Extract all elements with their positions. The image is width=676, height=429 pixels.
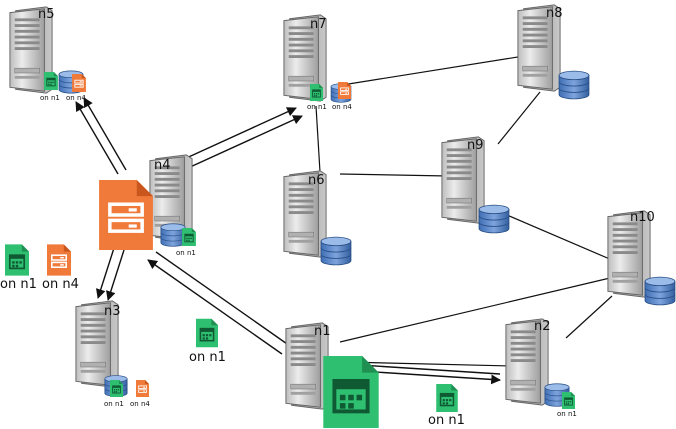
server-n4: n4 <box>149 154 193 242</box>
database-icon <box>320 236 352 266</box>
server-n3: n3 <box>75 300 121 388</box>
link-n7-n8 <box>335 55 525 87</box>
arrow-n4-to-n3-b <box>106 249 125 301</box>
node-label-n5: n5 <box>38 7 55 22</box>
link-n6-n9 <box>339 173 449 177</box>
node-label-n3: n3 <box>104 304 121 319</box>
calendar-file-icon <box>110 380 123 397</box>
database-icon <box>478 204 510 234</box>
replicas-n3: on n1 on n4 <box>104 380 150 408</box>
server-n1: n1 <box>285 322 331 410</box>
floating-file-n1-right: on n1 <box>428 384 465 428</box>
file-label-n7-n1: on n1 <box>307 103 327 111</box>
database-icon <box>160 223 186 247</box>
server-n2: n2 <box>505 318 551 406</box>
arrow-n4-to-n5-b <box>83 97 127 171</box>
form-file-icon <box>98 180 154 250</box>
calendar-file-icon <box>310 84 323 101</box>
calendar-file-icon <box>196 318 218 348</box>
calendar-file-icon <box>323 356 378 428</box>
replicas-n7: on n1 on n4 <box>307 82 352 111</box>
file-label-n7-n4: on n4 <box>332 103 352 111</box>
file-label-n3-n1: on n1 <box>104 400 124 408</box>
arrow-n4-to-n7-b <box>187 115 303 169</box>
node-label-n7: n7 <box>310 17 327 32</box>
node-label-n2: n2 <box>534 319 551 334</box>
floating-file-n1-left: on n1 <box>0 244 37 292</box>
calendar-file-icon <box>5 244 29 276</box>
form-file-icon <box>47 244 71 276</box>
arrow-n4-to-n5-a <box>75 101 119 175</box>
node-label-n9: n9 <box>467 138 484 153</box>
database-icon <box>644 276 676 306</box>
link-n8-n9 <box>497 91 541 145</box>
file-label-n2-n1: on n1 <box>557 410 577 418</box>
file-label-n5-n4: on n4 <box>66 94 86 102</box>
replicas-n4: on n1 <box>176 228 196 257</box>
link-n1-n10 <box>339 277 611 343</box>
calendar-file-icon <box>436 384 458 412</box>
replicas-n2: on n1 <box>557 392 577 418</box>
arrow-n1-to-n4-b <box>155 251 291 347</box>
file-label-n5-n1: on n1 <box>40 94 60 102</box>
arrow-n1-to-n4-a <box>147 259 283 355</box>
form-file-icon <box>136 380 149 397</box>
node-label-n6: n6 <box>308 173 325 188</box>
replicas-n5: on n1 on n4 <box>40 72 86 102</box>
floating-file-label: on n1 <box>189 350 226 365</box>
file-label-n3-n4: on n4 <box>130 400 150 408</box>
calendar-file-icon <box>44 72 58 90</box>
link-n9-n10 <box>499 211 613 261</box>
server-n5: n5 <box>9 6 55 94</box>
server-n10: n10 <box>607 210 655 298</box>
node-label-n8: n8 <box>546 6 563 21</box>
server-n8: n8 <box>517 4 563 92</box>
server-n7: n7 <box>283 14 327 102</box>
node-label-n1: n1 <box>314 324 331 339</box>
link-n7-n6 <box>315 105 321 173</box>
calendar-file-icon <box>182 228 196 246</box>
file-label-n4-n1: on n1 <box>176 249 196 257</box>
form-file-icon <box>72 74 86 92</box>
arrow-n4-to-n7-a <box>181 107 297 161</box>
floating-file-n1-mid: on n1 <box>189 318 226 365</box>
floating-file-label: on n1 <box>0 277 37 292</box>
server-n9: n9 <box>441 136 485 224</box>
node-label-n10: n10 <box>630 210 655 225</box>
network-links <box>315 55 613 367</box>
node-label-n4: n4 <box>154 158 171 173</box>
link-n2-n10 <box>565 295 613 339</box>
calendar-file-icon <box>562 392 575 409</box>
database-icon <box>558 70 590 100</box>
transfer-arrows <box>75 97 501 385</box>
floating-file-label: on n4 <box>42 277 79 292</box>
form-file-icon <box>338 82 351 99</box>
link-n1-n2 <box>343 361 513 367</box>
floating-file-label: on n1 <box>428 413 465 428</box>
arrow-n4-to-n3-a <box>96 247 115 299</box>
server-n6: n6 <box>283 170 327 258</box>
floating-file-n4-left: on n4 <box>42 244 79 292</box>
